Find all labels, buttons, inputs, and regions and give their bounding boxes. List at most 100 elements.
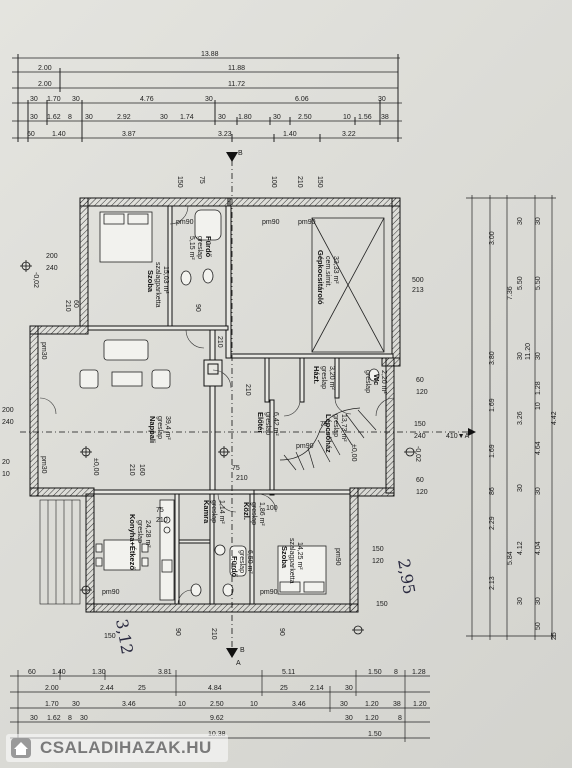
dim-text: 8 — [394, 669, 398, 676]
window-dim: 213 — [412, 287, 424, 294]
room-name: Szoba — [280, 546, 289, 569]
dim-text: 1.70 — [47, 96, 61, 103]
window-dim: 10 — [2, 471, 10, 478]
kitchen-counter-icon — [159, 499, 175, 601]
door-dim: 210 — [64, 300, 71, 312]
door-dim: 90 — [194, 304, 201, 312]
room-area: 6,50 m² — [246, 550, 253, 574]
room-floor: greslap — [196, 236, 203, 259]
room-area: 15,03 m² — [162, 266, 169, 294]
dim-text: 2.92 — [117, 114, 131, 121]
room-floor: greslap — [136, 520, 143, 543]
room-floor: greslap — [332, 414, 339, 437]
room-floor: szalagparketta — [288, 538, 295, 584]
dim-text: 1.28 — [535, 381, 542, 395]
dim-text: 60 — [27, 131, 35, 138]
dim-text: 30 — [517, 597, 524, 605]
opening-label: pm90 — [102, 589, 120, 596]
dim-text: 30 — [85, 114, 93, 121]
dim-text: 7.36 — [507, 286, 514, 300]
room-floor: greslap — [238, 550, 245, 573]
dim-text: 30 — [345, 685, 353, 692]
garage-parking-x — [311, 217, 385, 353]
room-area: 1,14 m² — [218, 500, 225, 524]
door-dim: 150 — [316, 176, 323, 188]
dim-text: 3.46 — [292, 701, 306, 708]
door-dim: 75 — [232, 465, 240, 472]
section-label: A — [236, 660, 241, 667]
dim-text: 6.06 — [295, 96, 309, 103]
dim-text: 1.69 — [489, 398, 496, 412]
door-dim: 210 — [244, 384, 251, 396]
dim-text: 25 — [551, 632, 558, 640]
room-floor: szalagparketta — [154, 262, 161, 308]
dining-table-icon — [95, 539, 149, 571]
dim-text: 2.14 — [310, 685, 324, 692]
dim-text: 2.50 — [210, 701, 224, 708]
interior-walls — [87, 205, 394, 605]
room-name: Kamra — [202, 500, 211, 524]
room-name: Nappali — [148, 416, 157, 443]
window-dim: 150 — [414, 421, 426, 428]
room-name: Szoba — [146, 270, 155, 293]
room-name: Házt. — [312, 366, 321, 384]
door-swings — [39, 205, 395, 605]
dim-text: 10 — [535, 402, 542, 410]
dim-text: 11.72 — [228, 81, 245, 88]
room-area: 2,20 m² — [380, 370, 387, 394]
dim-text: 5.84 — [507, 551, 514, 565]
level-marker-icon — [20, 260, 416, 635]
dim-text: 2.29 — [489, 516, 496, 530]
dim-text: 4.84 — [208, 685, 222, 692]
section-lines — [20, 160, 470, 655]
dim-text: 13.88 — [201, 51, 219, 58]
dim-text: 1.50 — [368, 669, 382, 676]
dim-text: 1.40 — [52, 669, 66, 676]
dim-text: 2.50 — [298, 114, 312, 121]
dim-text: 4.04 — [535, 541, 542, 555]
room-area: 6,42 m² — [272, 412, 279, 436]
annotations: pm90 pm90 pm90 pm90 pm90 pm90 pm90 pm30 … — [2, 150, 470, 667]
exterior-walls — [29, 197, 401, 613]
dim-text: 25 — [280, 685, 288, 692]
dim-text: 8 — [68, 114, 72, 121]
dim-text: 2.00 — [38, 81, 52, 88]
dim-text: 3.87 — [122, 131, 136, 138]
dim-text: 1.62 — [47, 715, 61, 722]
dim-text: 1.30 — [92, 669, 106, 676]
dim-text: 1.50 — [368, 731, 382, 738]
dim-text: 30 — [72, 96, 80, 103]
door-dim: 75 — [198, 176, 205, 184]
room-labels: Szoba szalagparketta 15,03 m² Fürdő gres… — [128, 236, 387, 584]
room-name: Fürdő — [204, 236, 213, 258]
door-dim: 75 — [156, 507, 164, 514]
room-area: 1,86 m² — [258, 502, 265, 526]
window-dim: 120 — [416, 489, 428, 496]
opening-label: pm90 — [176, 219, 194, 226]
room-name: Fürdő — [230, 556, 239, 578]
dim-text: 3.22 — [342, 131, 356, 138]
dim-text: 1.62 — [47, 114, 61, 121]
dim-text: 30 — [535, 597, 542, 605]
dim-text: 86 — [489, 487, 496, 495]
dim-text: 30 — [340, 701, 348, 708]
room-area: 39,4 m² — [164, 416, 171, 440]
dim-text: 1.40 — [283, 131, 297, 138]
opening-label: pm30 — [40, 456, 47, 474]
window-dim: 240 — [46, 265, 58, 272]
dim-text: 1.80 — [238, 114, 252, 121]
window-dim: 20 — [2, 459, 10, 466]
room-floor: greslap — [364, 370, 371, 393]
dim-text: 3.80 — [489, 351, 496, 365]
room-floor: greslap — [156, 416, 163, 439]
dim-text: 4.12 — [517, 541, 524, 555]
door-dim: 160 — [138, 464, 145, 476]
room-area: 33,33 m² — [332, 256, 339, 284]
dim-text: 3.23 — [218, 131, 232, 138]
door-dim: 90 — [174, 628, 181, 636]
dim-text: 9.62 — [210, 715, 224, 722]
dim-text: 30 — [273, 114, 281, 121]
door-dim: 210 — [296, 176, 303, 188]
room-area: 14,25 m² — [296, 542, 303, 570]
